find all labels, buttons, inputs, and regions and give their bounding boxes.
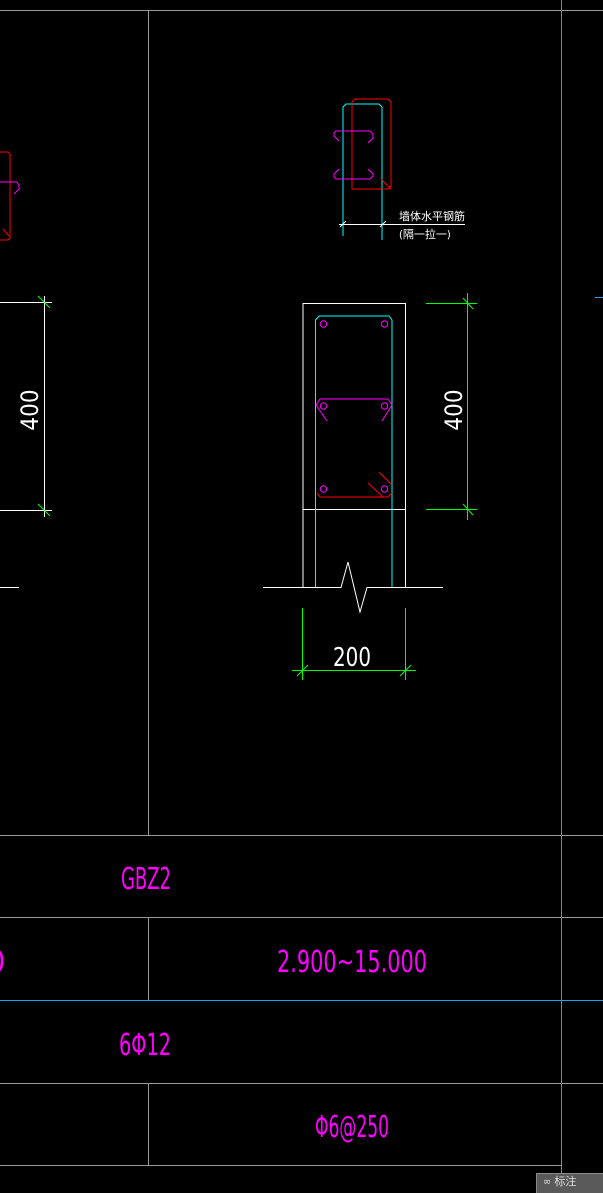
tie-detail (333, 98, 465, 240)
table-elevation-value: 2.900~15.000 (277, 945, 427, 980)
column-section (263, 293, 477, 680)
table-longitudinal-rebar: 6Φ12 (119, 1028, 171, 1063)
status-badge[interactable]: ∞ 标注 (536, 1173, 603, 1193)
left-height-dimension: 400 (16, 389, 44, 430)
width-dimension: 200 (333, 643, 371, 673)
table-grid (0, 10, 603, 1166)
right-height-dimension: 400 (440, 389, 468, 430)
rebar-dots (319, 320, 389, 493)
left-section-partial (0, 151, 52, 588)
table-stirrup: Φ6@250 (315, 1110, 389, 1145)
left-cutoff-text: 0 (0, 945, 5, 980)
dimension-lines (292, 293, 477, 680)
note-line-2: (隔一拉一) (399, 227, 451, 241)
table-id-value: GBZ2 (121, 862, 171, 897)
note-line-1: 墙体水平钢筋 (399, 209, 465, 223)
